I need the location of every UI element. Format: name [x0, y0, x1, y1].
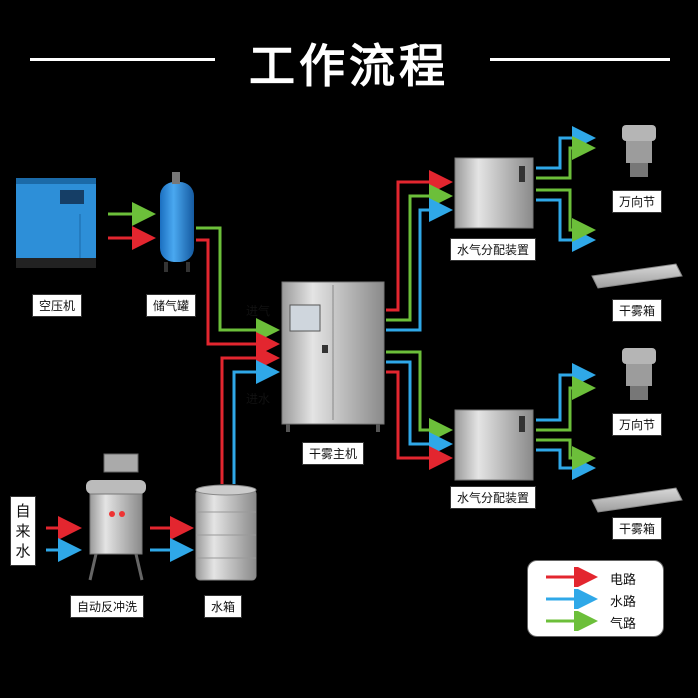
- legend-arrow-water: [546, 589, 598, 609]
- legend-arrow-air: [546, 611, 598, 631]
- water-tank-image: [195, 484, 257, 581]
- label-backwash: 自动反冲洗: [70, 595, 145, 618]
- air-compressor-image: [16, 178, 96, 268]
- title-left-line: [30, 58, 215, 61]
- label-fog-box-bottom: 干雾箱: [612, 517, 663, 540]
- legend-item-water: 水路: [528, 589, 663, 610]
- label-tap-water: 自来水: [10, 496, 36, 566]
- label-water-tank: 水箱: [204, 595, 243, 618]
- page-title: 工作流程: [249, 39, 449, 93]
- label-distributor-top: 水气分配装置: [450, 238, 537, 261]
- backwash-filter-image: [86, 453, 146, 581]
- distributor-bottom-image: [454, 409, 534, 481]
- label-main-unit: 干雾主机: [302, 442, 365, 465]
- label-air-in: 进气: [246, 304, 271, 318]
- storage-tank-image: [160, 172, 194, 272]
- label-nozzle-top: 万向节: [612, 190, 663, 213]
- label-storage-tank: 储气罐: [146, 294, 197, 317]
- title-right-line: [490, 58, 670, 61]
- label-water-in: 进水: [246, 392, 271, 406]
- legend-label-power: 电路: [610, 573, 637, 588]
- main-unit-cabinet-image: [281, 281, 385, 432]
- nozzle-bottom-image: [622, 348, 656, 400]
- legend-item-air: 气路: [528, 611, 663, 632]
- legend-label-water: 水路: [610, 595, 637, 610]
- legend-item-power: 电路: [528, 567, 663, 588]
- label-compressor: 空压机: [32, 294, 83, 317]
- legend-arrow-power: [546, 567, 598, 587]
- legend-label-air: 气路: [610, 617, 637, 632]
- nozzle-top-image: [622, 125, 656, 177]
- header: 工作流程: [0, 0, 698, 118]
- label-nozzle-bottom: 万向节: [612, 413, 663, 436]
- label-fog-box-top: 干雾箱: [612, 299, 663, 322]
- fog-box-bottom-image: [591, 487, 683, 513]
- distributor-top-image: [454, 157, 534, 229]
- legend: 电路 水路 气路: [527, 560, 664, 637]
- label-distributor-bottom: 水气分配装置: [450, 486, 537, 509]
- fog-box-top-image: [591, 263, 683, 289]
